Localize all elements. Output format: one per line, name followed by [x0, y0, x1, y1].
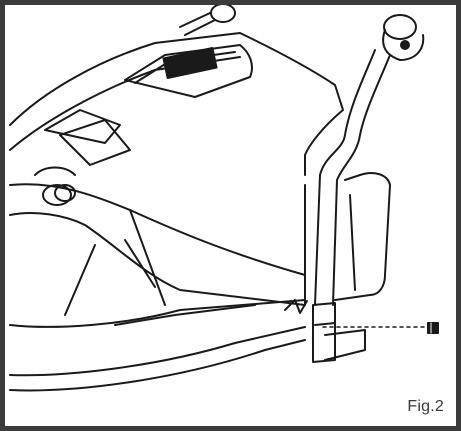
figure-label: Fig.2 — [407, 398, 444, 415]
spring-clip — [284, 299, 308, 314]
control-panel — [44, 44, 253, 166]
axle-hub — [34, 166, 76, 206]
mower-assembly-drawing — [9, 5, 439, 392]
left-handle-knob-icon — [179, 5, 236, 36]
right-handle-tube — [312, 49, 391, 363]
right-handle-knob-icon — [382, 14, 425, 61]
bolt-icon — [322, 322, 439, 334]
mower-body — [9, 32, 391, 392]
